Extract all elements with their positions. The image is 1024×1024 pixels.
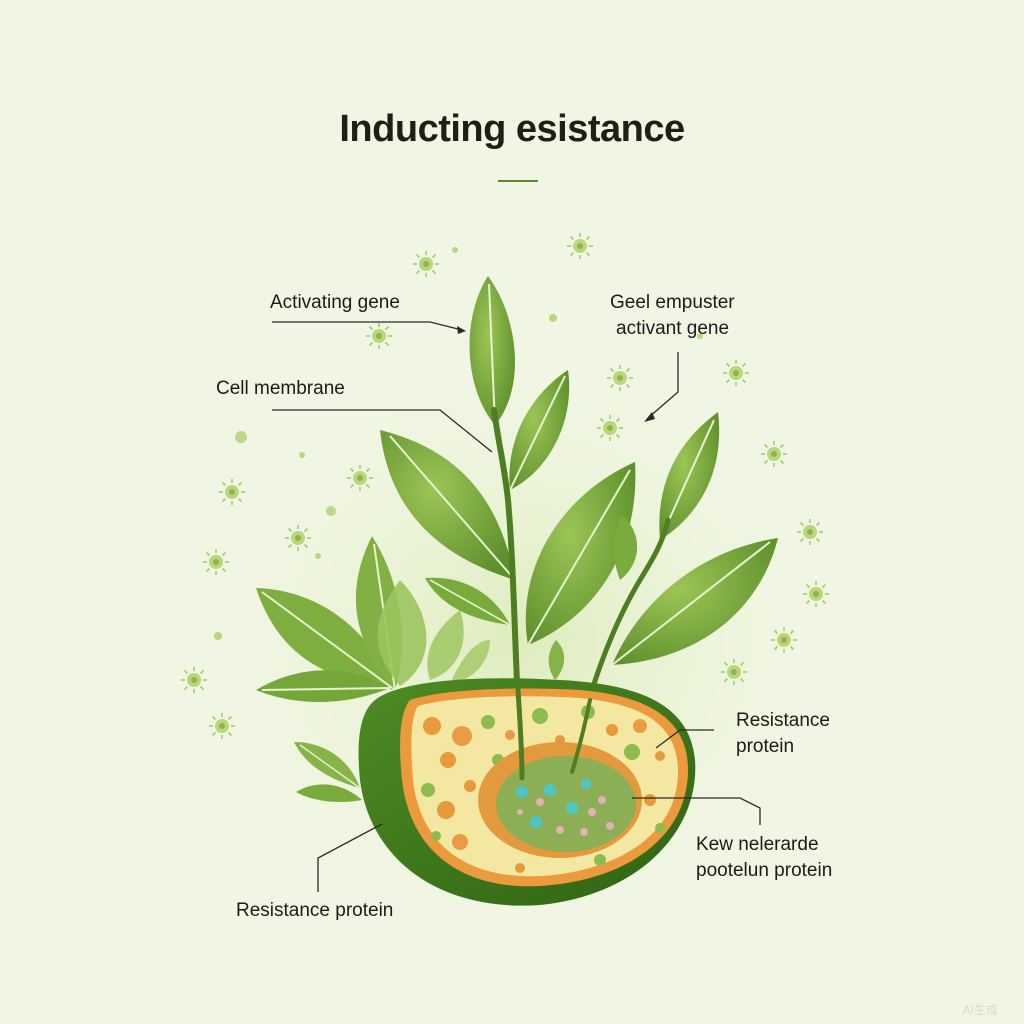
leader-resistance-bottom xyxy=(317,823,383,892)
resistance-proteins xyxy=(516,779,614,836)
label-kew-line2: pootelun protein xyxy=(696,860,833,881)
leader-gene-emputer xyxy=(647,352,679,419)
pathogen-particles xyxy=(180,232,830,740)
title-underline xyxy=(498,180,538,182)
leader-resistance-right xyxy=(655,729,714,749)
stem-tips xyxy=(515,687,592,781)
plant-leaves xyxy=(256,276,778,803)
leader-kew xyxy=(632,797,761,825)
watermark: AI生成 xyxy=(962,1003,998,1017)
label-activating-gene: Activating gene xyxy=(270,292,400,313)
label-gene-emputer-line1: Geel empuster xyxy=(610,292,735,313)
label-kew-protein: Kew nelerarde pootelun protein xyxy=(696,832,832,884)
leader-lines xyxy=(272,321,761,892)
label-resistance-protein-right: Resistance protein xyxy=(736,708,830,760)
label-gene-emputer-line2: activant gene xyxy=(616,318,730,339)
label-gene-emputer: Geel empuster activant gene xyxy=(610,290,735,342)
label-resistance-right-line1: Resistance xyxy=(736,710,830,731)
plant-cell xyxy=(358,678,696,906)
leader-activating-gene xyxy=(272,321,463,331)
label-resistance-protein-bottom: Resistance protein xyxy=(236,900,394,921)
leader-cell-membrane xyxy=(272,409,493,453)
label-resistance-right-line2: protein xyxy=(736,736,795,757)
diagram-title: Inducting esistance xyxy=(339,108,685,150)
nucleus xyxy=(496,756,636,852)
label-cell-membrane: Cell membrane xyxy=(216,378,345,399)
label-kew-line1: Kew nelerarde xyxy=(696,834,819,855)
